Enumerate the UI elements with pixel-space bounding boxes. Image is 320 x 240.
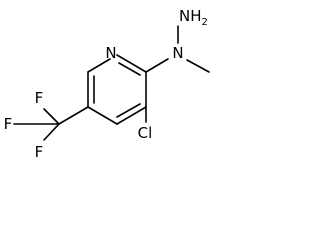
chlorine-label: Cl [138,124,153,142]
double-bond-n1-c2 [118,62,141,76]
fluorine-bottom-label: F [35,143,44,161]
bond-c6-n1 [87,58,111,73]
hydrazine-nitrogen-label: N [172,44,183,62]
bond-c3-c4 [116,106,147,125]
hydrazine-h-count: 2 [202,17,208,28]
bond-cf3-f-bottom [43,123,60,141]
bond-c5-cf3 [58,106,89,125]
fluorine-top-label: F [35,89,44,107]
molecule-structure: N N NH2 Cl F F F [4,7,210,161]
fluorine-left-label: F [4,115,13,133]
ring-nitrogen-label: N [105,44,116,62]
bond-c4-c5 [87,106,118,125]
bond-hydrazine-n-methyl [186,59,210,73]
bond-cf3-f-top [43,108,60,125]
double-bond-c3-c4 [116,103,141,118]
hydrazine-terminal-label: NH2 [179,7,208,28]
hydrazine-terminal-text: NH [179,7,202,25]
bond-n1-c2 [116,54,147,73]
bond-c2-hydrazine-n [145,58,169,73]
